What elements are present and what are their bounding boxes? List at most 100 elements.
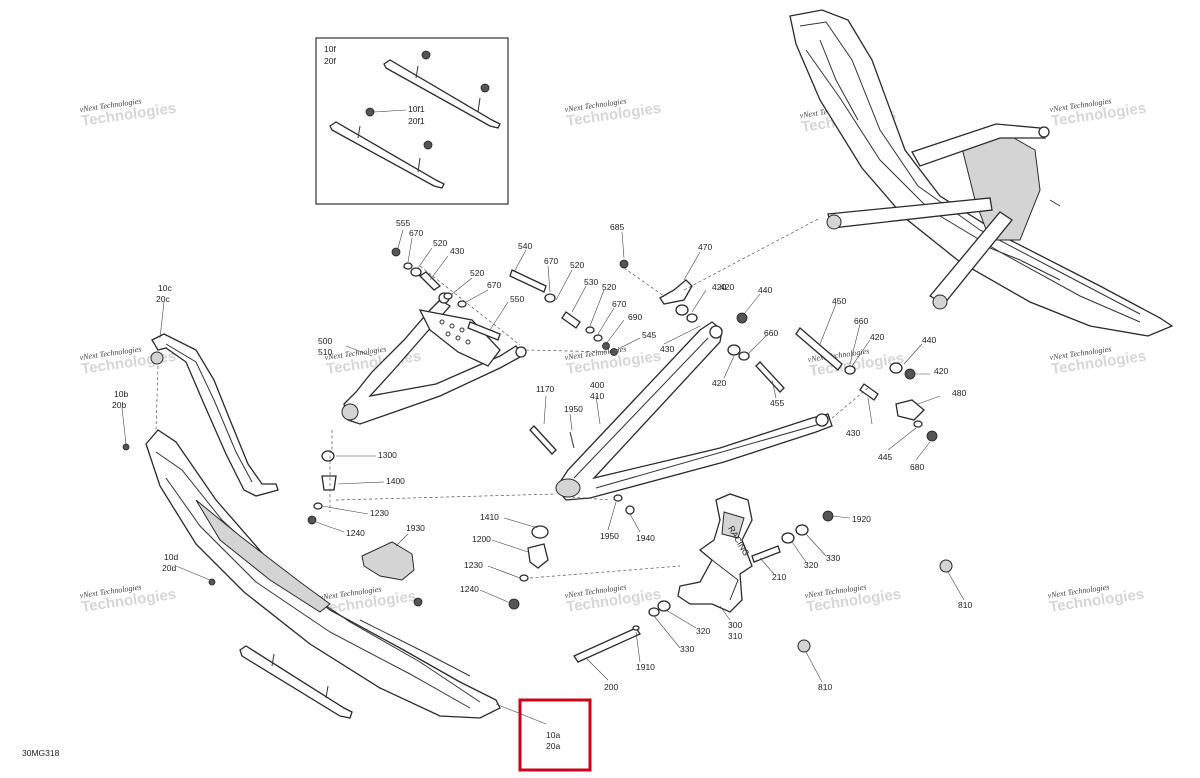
callout: 670: [487, 280, 501, 290]
bushing-icon: [859, 383, 879, 401]
watermark: vNext Technologies Technologies: [79, 582, 177, 615]
callout: 420: [720, 282, 734, 292]
inset-label-20f: 20f: [324, 56, 336, 66]
nut-icon: [619, 259, 629, 269]
callout: 455: [770, 398, 784, 408]
callout: 20c: [156, 294, 170, 304]
callout: 1230: [464, 560, 483, 570]
bolt-icon: [509, 269, 547, 293]
bolt-icon: [208, 578, 216, 586]
inset-label-10f1: 10f1: [408, 104, 425, 114]
callout: 520: [570, 260, 584, 270]
callout: 555: [396, 218, 410, 228]
callout: 330: [826, 553, 840, 563]
callout: 530: [584, 277, 598, 287]
bolt-icon: [751, 545, 781, 563]
watermark: vNext Technologies Technologies: [564, 96, 662, 129]
watermark: vNext Technologies Technologies: [804, 582, 902, 615]
callout: 1230: [370, 508, 389, 518]
callout: 420: [712, 378, 726, 388]
nut-icon: [822, 510, 834, 522]
watermark: vNext Technologies Technologies: [564, 582, 662, 615]
leader-lines: [121, 229, 965, 725]
callout: 550: [510, 294, 524, 304]
callout-10a: 10a: [546, 730, 560, 740]
bushing-icon: [561, 311, 581, 329]
callout: 680: [910, 462, 924, 472]
callout: 1920: [852, 514, 871, 524]
callout: 430: [660, 344, 674, 354]
callout: 1930: [406, 523, 425, 533]
hardware-group: [307, 217, 953, 663]
callout: 430: [846, 428, 860, 438]
callout: 210: [772, 572, 786, 582]
washer-icon: [585, 326, 595, 334]
callout: 320: [696, 626, 710, 636]
callout: 445: [878, 452, 892, 462]
runner-upper: [383, 59, 501, 129]
callout: 330: [680, 644, 694, 654]
callout: 510: [318, 347, 332, 357]
upper-a-arm-exploded: [331, 292, 527, 450]
callout: 520: [470, 268, 484, 278]
callout: 200: [604, 682, 618, 692]
callout: 520: [433, 238, 447, 248]
callout: 1240: [460, 584, 479, 594]
callout-labels: 555 670 520 430 540 670 520 520 670 550 …: [112, 218, 972, 692]
bolt-icon: [795, 327, 843, 371]
watermark: vNext Technologies Technologies: [1049, 96, 1147, 129]
highlight-frame[interactable]: [518, 698, 592, 772]
callout: 470: [698, 242, 712, 252]
nut-icon: [365, 107, 375, 117]
inset-runner-detail: 10f 20f 10f1 20f1: [315, 37, 509, 205]
callout: 690: [628, 312, 642, 322]
callout: 670: [612, 299, 626, 309]
ski-runner: [239, 645, 353, 719]
nut-icon: [413, 597, 423, 607]
watermark: vNext Technologies Technologies: [564, 344, 662, 377]
highlight-callout-10a-20a[interactable]: 10a 20a: [518, 698, 592, 772]
callout: 1950: [564, 404, 583, 414]
nut-icon: [508, 598, 520, 610]
watermark: vNext Technologies Technologies: [1049, 344, 1147, 377]
callout: 1200: [472, 534, 491, 544]
callout: 430: [450, 246, 464, 256]
callout: 10b: [114, 389, 128, 399]
callout: 670: [409, 228, 423, 238]
ball-joint-icon: [527, 543, 549, 569]
callout: 1400: [386, 476, 405, 486]
nut-icon: [423, 140, 433, 150]
inset-frame: [315, 37, 509, 205]
callout: 670: [544, 256, 558, 266]
callout: 420: [712, 282, 726, 292]
callout: 300: [728, 620, 742, 630]
callout: 410: [590, 391, 604, 401]
callout: 540: [518, 241, 532, 251]
inset-label-20f1: 20f1: [408, 116, 425, 126]
callout: 1240: [346, 528, 365, 538]
callout: 1940: [636, 533, 655, 543]
nut-icon: [480, 83, 490, 93]
nut-icon: [602, 342, 610, 350]
callout: 660: [854, 316, 868, 326]
figure-code: 30MG318: [22, 748, 60, 758]
spindle-exploded: RACING: [677, 493, 753, 613]
callout: 685: [610, 222, 624, 232]
watermark: vNext Technologies Technologies: [1047, 582, 1145, 615]
bolt-icon: [122, 443, 130, 451]
upper-a-arm: [911, 123, 1047, 167]
bolt-icon: [573, 627, 641, 663]
callout: 1300: [378, 450, 397, 460]
ski-body: [789, 9, 1174, 337]
callout: 810: [958, 600, 972, 610]
ball-joint-icon: [321, 475, 337, 491]
bushing-icon: [418, 271, 442, 291]
washer-icon: [457, 300, 467, 308]
callout: 420: [934, 366, 948, 376]
runner-lower: [329, 121, 445, 189]
callout: 810: [818, 682, 832, 692]
bumper-pad-icon: [361, 541, 415, 581]
callout: 400: [590, 380, 604, 390]
nut-icon: [391, 247, 401, 257]
